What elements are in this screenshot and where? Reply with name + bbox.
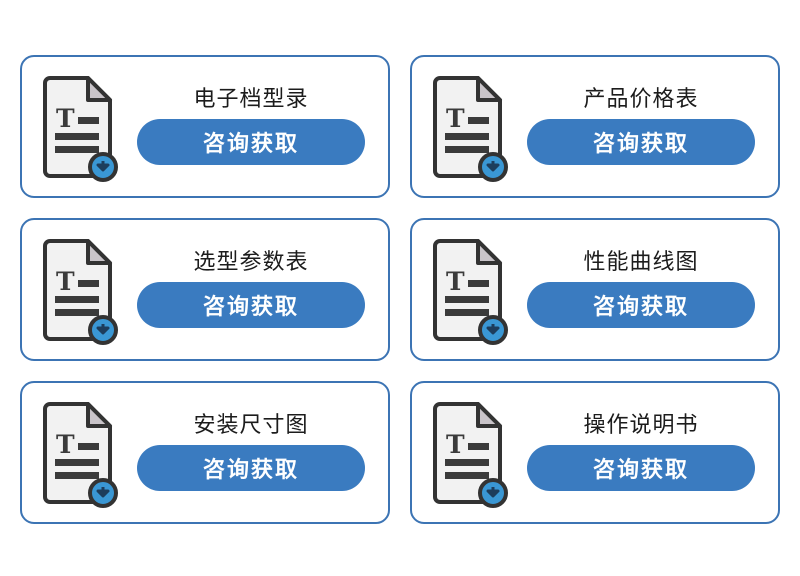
svg-text:T: T [446, 267, 465, 296]
card-body: 安装尺寸图 咨询获取 [122, 412, 374, 492]
document-download-icon: T [430, 401, 512, 508]
document-download-icon: T [430, 238, 512, 345]
resource-card[interactable]: T 电子档型录 咨询获取 [20, 55, 390, 198]
resource-card[interactable]: T 安装尺寸图 咨询获取 [20, 381, 390, 524]
resource-card[interactable]: T 性能曲线图 咨询获取 [410, 218, 780, 361]
card-body: 产品价格表 咨询获取 [512, 86, 764, 166]
resource-card[interactable]: T 选型参数表 咨询获取 [20, 218, 390, 361]
document-download-icon: T [40, 401, 122, 508]
card-body: 性能曲线图 咨询获取 [512, 249, 764, 329]
card-body: 电子档型录 咨询获取 [122, 86, 374, 166]
card-title: 性能曲线图 [583, 249, 699, 275]
consult-button[interactable]: 咨询获取 [137, 119, 365, 166]
card-title: 电子档型录 [193, 86, 309, 112]
document-download-icon: T [40, 238, 122, 345]
consult-button[interactable]: 咨询获取 [137, 445, 365, 492]
consult-button[interactable]: 咨询获取 [137, 282, 365, 329]
card-body: 选型参数表 咨询获取 [122, 249, 374, 329]
document-download-icon: T [430, 75, 512, 182]
svg-text:T: T [446, 104, 465, 133]
consult-button[interactable]: 咨询获取 [527, 282, 755, 329]
consult-button[interactable]: 咨询获取 [527, 119, 755, 166]
svg-text:T: T [56, 104, 75, 133]
card-body: 操作说明书 咨询获取 [512, 412, 764, 492]
svg-text:T: T [56, 267, 75, 296]
resource-card[interactable]: T 操作说明书 咨询获取 [410, 381, 780, 524]
consult-button[interactable]: 咨询获取 [527, 445, 755, 492]
document-download-icon: T [40, 75, 122, 182]
card-title: 操作说明书 [583, 412, 699, 438]
card-title: 安装尺寸图 [193, 412, 309, 438]
svg-text:T: T [56, 430, 75, 459]
resource-card[interactable]: T 产品价格表 咨询获取 [410, 55, 780, 198]
svg-text:T: T [446, 430, 465, 459]
card-title: 产品价格表 [583, 86, 699, 112]
card-title: 选型参数表 [193, 249, 309, 275]
download-resource-grid: T 电子档型录 咨询获取 T [20, 55, 780, 524]
